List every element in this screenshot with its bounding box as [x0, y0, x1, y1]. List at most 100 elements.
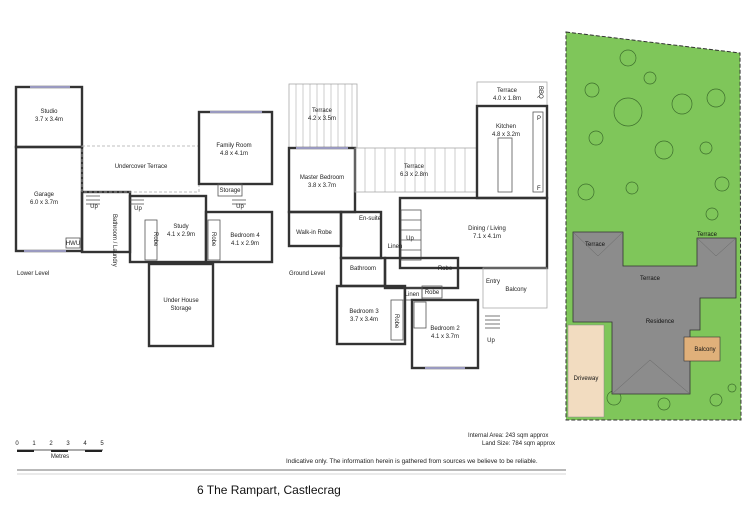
- site-terrace-left-label: Terrace: [585, 242, 606, 248]
- dining-living-label: Dining / Living: [468, 226, 506, 232]
- pantry-label: P: [537, 116, 541, 122]
- master-bedroom-size: 3.8 x 3.7m: [308, 183, 336, 189]
- under-house-storage-room: [147, 262, 215, 348]
- hall-robe: [421, 285, 443, 299]
- site-balcony-label: Balcony: [694, 347, 715, 353]
- storage-box: [217, 183, 243, 197]
- study-robe: [144, 219, 158, 261]
- family-room-size: 4.8 x 4.1m: [220, 151, 248, 157]
- dining-living-room: [398, 196, 549, 270]
- bathroom-laundry-label: Bathroom / Laundry: [111, 214, 117, 267]
- study-label: Study: [173, 224, 188, 230]
- bedroom-4-room: [204, 210, 274, 264]
- middle-terrace-boards: [364, 148, 466, 192]
- trees: [577, 49, 737, 411]
- site-terrace-center-label: Terrace: [640, 276, 661, 282]
- scale-tick-4: 4: [83, 441, 87, 447]
- master-terrace-boards: [295, 84, 353, 148]
- hall-area: [383, 256, 460, 290]
- up-label-2: Up: [134, 206, 142, 212]
- scale-tick-0: 0: [15, 441, 19, 447]
- under-house-label-2: Storage: [170, 306, 192, 312]
- up-label-b: Up: [487, 338, 495, 344]
- bedroom2-robe: [413, 301, 427, 329]
- storage-label: Storage: [219, 188, 241, 194]
- disclaimer-text: Indicative only. The information herein …: [286, 458, 538, 465]
- bedroom-2-size: 4.1 x 3.7m: [431, 334, 459, 340]
- kitchen-bench: [532, 111, 544, 193]
- top-terrace-deck: [476, 81, 548, 107]
- up-label-3: Up: [236, 204, 244, 210]
- ground-level-title: Ground Level: [289, 271, 325, 277]
- terrace-mid-size: 6.3 x 2.8m: [400, 172, 428, 178]
- ensuite-label: En-suite: [359, 216, 382, 222]
- kitchen-label: Kitchen: [496, 124, 516, 130]
- bedroom-2-label: Bedroom 2: [430, 326, 460, 332]
- entry-label: Entry: [486, 279, 500, 285]
- linen-label-2: Linen: [405, 292, 420, 298]
- hwu-box: [65, 237, 81, 249]
- hwu-label: HWU: [66, 241, 80, 247]
- up-label-a: Up: [406, 236, 414, 242]
- bedroom-4-label: Bedroom 4: [230, 233, 260, 239]
- bedroom-3-size: 3.7 x 3.4m: [350, 317, 378, 323]
- bedroom-3-label: Bedroom 3: [349, 309, 379, 315]
- scale-tick-3: 3: [66, 441, 70, 447]
- entry-steps: [485, 315, 500, 329]
- balcony-deck: [482, 267, 548, 309]
- bedroom-3-room: [335, 284, 407, 346]
- bedroom-4-size: 4.1 x 2.9m: [231, 241, 259, 247]
- linen-label-1: Linen: [388, 244, 403, 250]
- bedroom4-robe-label: Robe: [210, 232, 216, 247]
- ground-stairs: [400, 209, 422, 261]
- garage-label: Garage: [34, 192, 55, 198]
- site-residence-label: Residence: [646, 319, 675, 325]
- bedroom3-robe: [390, 299, 404, 341]
- under-house-label-1: Under House: [163, 298, 199, 304]
- family-room-label: Family Room: [216, 143, 251, 149]
- land-size-text: Land Size: 784 sqm approx: [482, 441, 556, 447]
- site-plan: Terrace Terrace Terrace Residence Balcon…: [565, 31, 742, 421]
- site-driveway-label: Driveway: [574, 376, 599, 382]
- study-robe-label: Robe: [152, 232, 158, 247]
- site-terrace-right-label: Terrace: [697, 232, 718, 238]
- master-bedroom-label: Master Bedroom: [300, 175, 344, 181]
- internal-area-text: Internal Area: 243 sqm approx: [468, 433, 549, 439]
- terrace-master-size: 4.2 x 3.5m: [308, 116, 336, 122]
- fridge-label: F: [537, 186, 541, 192]
- ground-level-plan: Terrace 4.2 x 3.5m Master Bedroom 3.8 x …: [287, 81, 549, 370]
- bedroom2-robe-label: Robe: [425, 290, 440, 296]
- undercover-terrace-label: Undercover Terrace: [115, 164, 168, 170]
- scale-tick-2: 2: [49, 441, 53, 447]
- scale-tick-1: 1: [32, 441, 36, 447]
- studio-label: Studio: [40, 109, 58, 115]
- site-balcony-area: [683, 336, 721, 362]
- terrace-mid-label: Terrace: [404, 164, 425, 170]
- study-size: 4.1 x 2.9m: [167, 232, 195, 238]
- bathroom-room: [339, 256, 387, 288]
- walk-in-robe-label: Walk-in Robe: [296, 230, 332, 236]
- lower-level-plan: Studio 3.7 x 3.4m Garage 6.0 x 3.7m Unde…: [14, 85, 274, 348]
- terrace-top-size: 4.0 x 1.8m: [493, 96, 521, 102]
- scale-tick-5: 5: [100, 441, 104, 447]
- lower-level-title: Lower Level: [17, 271, 49, 277]
- bedroom3-robe-label: Robe: [393, 314, 399, 329]
- studio-size: 3.7 x 3.4m: [35, 117, 63, 123]
- bbq-label: BBQ: [537, 86, 543, 99]
- dining-living-size: 7.1 x 4.1m: [473, 234, 501, 240]
- kitchen-island: [497, 137, 513, 193]
- bathroom-laundry-room: [80, 190, 132, 254]
- garage-size: 6.0 x 3.7m: [30, 200, 58, 206]
- scale-bar: 0 1 2 3 4 5 Metres: [15, 441, 104, 460]
- roof-ridges: [572, 231, 737, 395]
- garage-room: [14, 145, 84, 253]
- hall-robe-label: Robe: [438, 266, 453, 272]
- bedroom4-robe: [207, 219, 221, 261]
- kitchen-size: 4.8 x 3.2m: [492, 132, 520, 138]
- property-address: 6 The Rampart, Castlecrag: [197, 483, 341, 497]
- balcony-label: Balcony: [505, 287, 526, 293]
- residence-roof: [572, 231, 737, 395]
- middle-terrace-deck: [354, 147, 478, 193]
- driveway-area: [567, 324, 605, 418]
